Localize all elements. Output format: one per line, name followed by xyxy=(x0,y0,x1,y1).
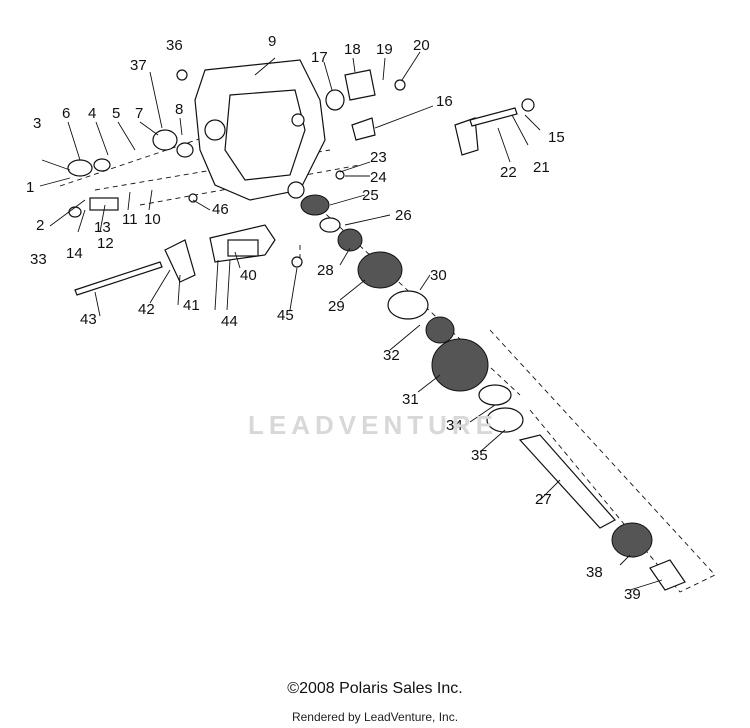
upper-shaft-group xyxy=(325,69,535,156)
callout-1: 1 xyxy=(26,179,34,196)
callout-20: 20 xyxy=(413,37,430,54)
callout-21: 21 xyxy=(533,159,550,176)
callout-14: 14 xyxy=(66,245,83,262)
callout-2: 2 xyxy=(36,217,44,234)
gear-stack xyxy=(287,181,524,433)
callout-27: 27 xyxy=(535,491,552,508)
bolt xyxy=(394,79,406,91)
callout-43: 43 xyxy=(80,311,97,328)
shift-detent-group xyxy=(67,129,194,218)
callout-25: 25 xyxy=(362,187,379,204)
bolt xyxy=(188,193,198,203)
callout-31: 31 xyxy=(402,391,419,408)
callout-26: 26 xyxy=(395,207,412,224)
output-bushing xyxy=(649,559,686,591)
callout-5: 5 xyxy=(112,105,120,122)
callout-23: 23 xyxy=(370,149,387,166)
callout-36: 36 xyxy=(166,37,183,54)
callout-44: 44 xyxy=(221,313,238,330)
copyright-text: ©2008 Polaris Sales Inc. xyxy=(287,680,463,697)
callout-34: 34 xyxy=(446,417,463,434)
callout-42: 42 xyxy=(138,301,155,318)
callout-16: 16 xyxy=(436,93,453,110)
callout-10: 10 xyxy=(144,211,161,228)
callout-30: 30 xyxy=(430,267,447,284)
callout-22: 22 xyxy=(500,164,517,181)
callout-3: 3 xyxy=(33,115,41,132)
callout-7: 7 xyxy=(135,105,143,122)
shift-plate xyxy=(164,239,196,283)
bolt xyxy=(291,256,303,268)
output-shaft xyxy=(518,434,616,529)
callout-33: 33 xyxy=(30,251,47,268)
callout-17: 17 xyxy=(311,49,328,66)
callout-6: 6 xyxy=(62,105,70,122)
callout-39: 39 xyxy=(624,586,641,603)
watermark: LEADVENTURE xyxy=(248,410,499,440)
callout-24: 24 xyxy=(370,169,387,186)
shift-drum xyxy=(209,224,276,263)
callout-12: 12 xyxy=(97,235,114,252)
output-bearing xyxy=(611,522,653,558)
callout-46: 46 xyxy=(212,201,229,218)
callout-35: 35 xyxy=(471,447,488,464)
callout-8: 8 xyxy=(175,101,183,118)
bolt xyxy=(335,170,345,180)
bolt xyxy=(176,69,188,81)
callout-40: 40 xyxy=(240,267,257,284)
callout-9: 9 xyxy=(268,33,276,50)
callout-41: 41 xyxy=(183,297,200,314)
callout-11: 11 xyxy=(122,211,138,228)
shift-shaft xyxy=(74,261,163,296)
callout-32: 32 xyxy=(383,347,400,364)
callout-4: 4 xyxy=(88,105,96,122)
callout-13: 13 xyxy=(94,219,111,236)
callout-19: 19 xyxy=(376,41,393,58)
callout-15: 15 xyxy=(548,129,565,146)
rendered-by-text: Rendered by LeadVenture, Inc. xyxy=(291,710,459,724)
callout-45: 45 xyxy=(277,307,294,324)
callout-38: 38 xyxy=(586,564,603,581)
callout-28: 28 xyxy=(317,262,334,279)
callout-29: 29 xyxy=(328,298,345,315)
housing xyxy=(194,59,326,201)
callout-37: 37 xyxy=(130,57,147,74)
callout-18: 18 xyxy=(344,41,361,58)
